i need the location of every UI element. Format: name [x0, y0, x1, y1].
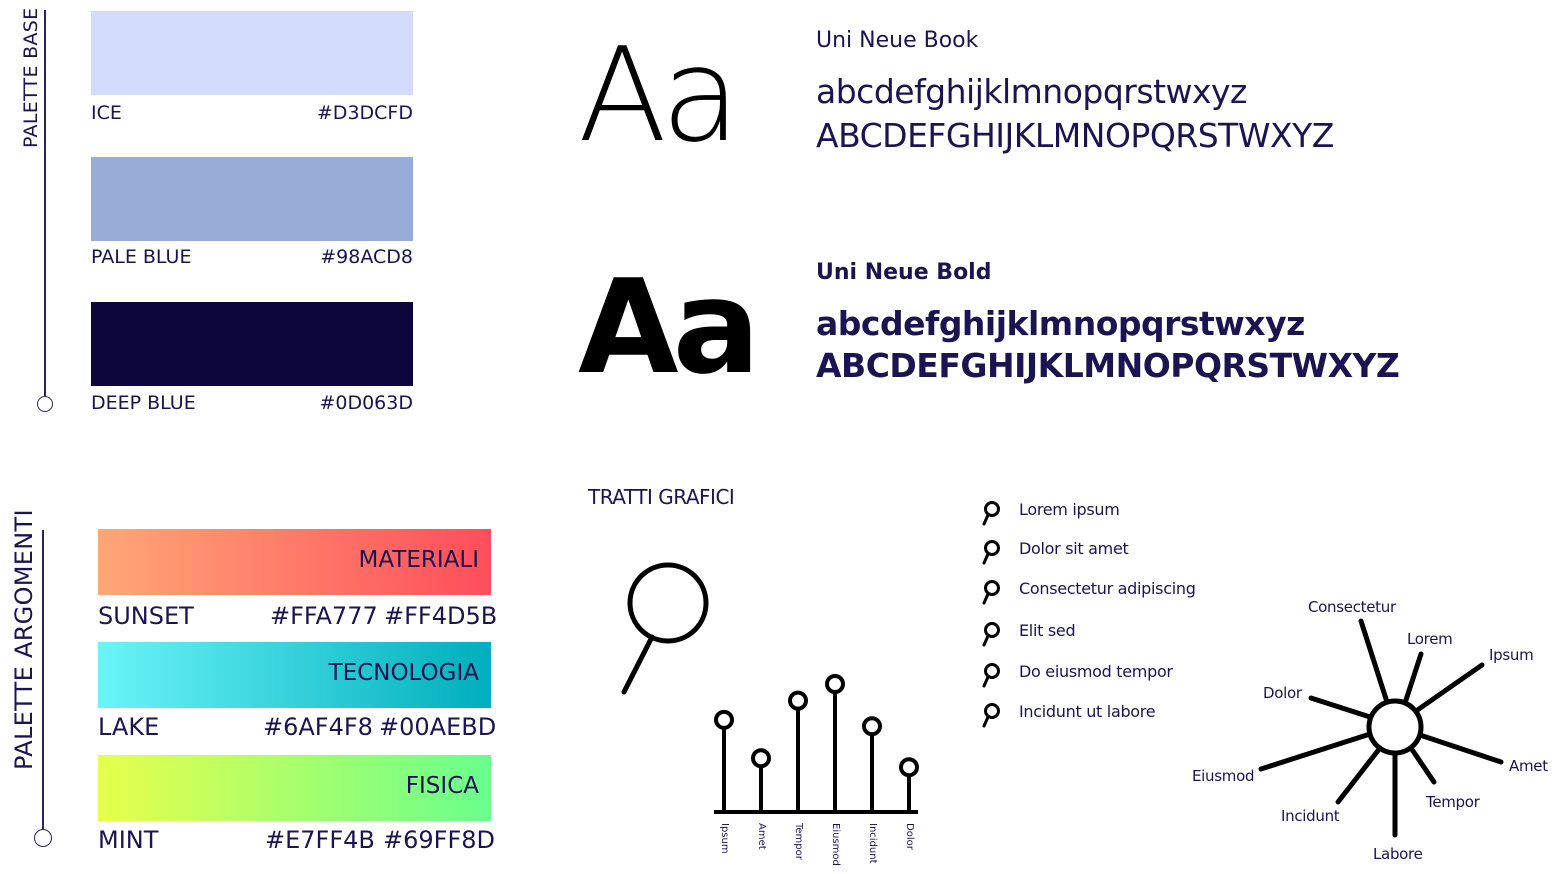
lollipop-head — [862, 716, 882, 737]
swatch-ice — [91, 11, 413, 95]
lollipop-label: Amet — [756, 823, 767, 850]
lollipop-label: Incidunt — [867, 823, 878, 864]
pin-icon — [982, 703, 1000, 728]
pin-list-label: Elit sed — [1019, 621, 1076, 640]
lollipop-label: Dolor — [904, 823, 915, 850]
swatch-ice-hex: #D3DCFD — [316, 102, 413, 124]
swatch-pale-blue-hex: #98ACD8 — [320, 246, 413, 268]
palette-argomenti-endpoint — [34, 829, 52, 847]
lollipop-label: Tempor — [793, 823, 804, 860]
typeface-book-uppercase: ABCDEFGHIJKLMNOPQRSTWXYZ — [816, 116, 1334, 155]
palette-base-line — [44, 10, 46, 396]
pin-list-label: Incidunt ut labore — [1019, 702, 1156, 721]
gradient-mint-hex2: #69FF8D — [383, 826, 496, 854]
radial-spoke — [1258, 731, 1373, 772]
swatch-deep-blue-name: DEEP BLUE — [91, 392, 196, 414]
swatch-deep-blue-hex: #0D063D — [319, 392, 413, 414]
palette-base-endpoint — [37, 396, 53, 412]
radial-label-ipsum: Ipsum — [1489, 646, 1534, 664]
typeface-bold-sample: Aa — [578, 251, 760, 403]
pin-icon — [982, 622, 1000, 647]
tratti-grafici-title: TRATTI GRAFICI — [588, 485, 735, 509]
radial-diagram — [1258, 618, 1504, 838]
typeface-book-lowercase: abcdefghijklmnopqrstwxyz — [816, 72, 1247, 111]
gradient-lake-label: TECNOLOGIA — [328, 660, 479, 686]
radial-spoke — [1335, 745, 1383, 805]
radial-spoke — [1358, 618, 1390, 705]
lollipop-label: Ipsum — [719, 823, 730, 854]
lollipop-label: Eiusmod — [830, 823, 841, 866]
swatch-pale-blue — [91, 157, 413, 241]
lollipop-head — [788, 690, 808, 711]
gradient-mint: FISICA — [98, 755, 491, 821]
pin-list-label: Lorem ipsum — [1019, 500, 1120, 519]
radial-label-tempor: Tempor — [1426, 793, 1480, 811]
radial-spoke — [1413, 662, 1485, 714]
pin-icon — [982, 540, 1000, 565]
gradient-sunset-hex2: #FF4D5B — [384, 602, 498, 630]
swatch-ice-name: ICE — [91, 102, 122, 124]
lollipop-head — [714, 709, 734, 730]
radial-spoke — [1402, 651, 1424, 706]
radial-label-amet: Amet — [1509, 757, 1548, 775]
lollipop-head — [899, 757, 919, 778]
pin-list-label: Do eiusmod tempor — [1019, 662, 1173, 681]
radial-spoke — [1417, 732, 1504, 765]
radial-label-labore: Labore — [1373, 845, 1423, 863]
pin-icon — [982, 501, 1000, 526]
pin-list-label: Consectetur adipiscing — [1019, 579, 1196, 598]
gradient-lake-hex1: #6AF4F8 — [263, 713, 373, 741]
typeface-book-sample: Aa — [578, 19, 741, 171]
gradient-mint-hex1: #E7FF4B — [265, 826, 375, 854]
typeface-bold-uppercase: ABCDEFGHIJKLMNOPQRSTWXYZ — [816, 346, 1400, 385]
lollipop-head — [825, 674, 845, 694]
typeface-bold-lowercase: abcdefghijklmnopqrstwxyz — [816, 304, 1305, 343]
gradient-sunset-name: SUNSET — [98, 602, 194, 630]
gradient-lake-name: LAKE — [98, 713, 160, 741]
pin-list-label: Dolor sit amet — [1019, 539, 1129, 558]
gradient-lake-hex2: #00AEBD — [379, 713, 497, 741]
lollipop-head — [751, 748, 771, 769]
gradient-sunset-label: MATERIALI — [358, 547, 479, 573]
radial-label-consectetur: Consectetur — [1308, 598, 1396, 616]
typeface-bold-name: Uni Neue Bold — [816, 260, 992, 285]
magnifier-icon — [621, 562, 709, 695]
lollipop-chart — [714, 674, 919, 814]
palette-argomenti-line — [42, 530, 44, 830]
radial-label-dolor: Dolor — [1263, 684, 1302, 702]
radial-label-lorem: Lorem — [1407, 630, 1453, 648]
palette-argomenti-title: PALETTE ARGOMENTI — [10, 509, 38, 770]
gradient-mint-name: MINT — [98, 826, 159, 854]
radial-label-eiusmod: Eiusmod — [1192, 767, 1255, 785]
radial-spoke — [1408, 745, 1437, 785]
pin-icon — [982, 663, 1000, 688]
radial-label-incidunt: Incidunt — [1281, 807, 1340, 825]
radial-spoke — [1308, 695, 1373, 720]
swatch-pale-blue-name: PALE BLUE — [91, 246, 192, 268]
palette-base-title: PALETTE BASE — [20, 7, 42, 148]
pin-icon — [982, 580, 1000, 605]
gradient-sunset: MATERIALI — [98, 529, 491, 595]
typeface-book-name: Uni Neue Book — [816, 28, 979, 53]
gradient-sunset-hex1: #FFA777 — [270, 602, 378, 630]
gradient-lake: TECNOLOGIA — [98, 642, 491, 708]
swatch-deep-blue — [91, 302, 413, 386]
gradient-mint-label: FISICA — [405, 773, 479, 799]
